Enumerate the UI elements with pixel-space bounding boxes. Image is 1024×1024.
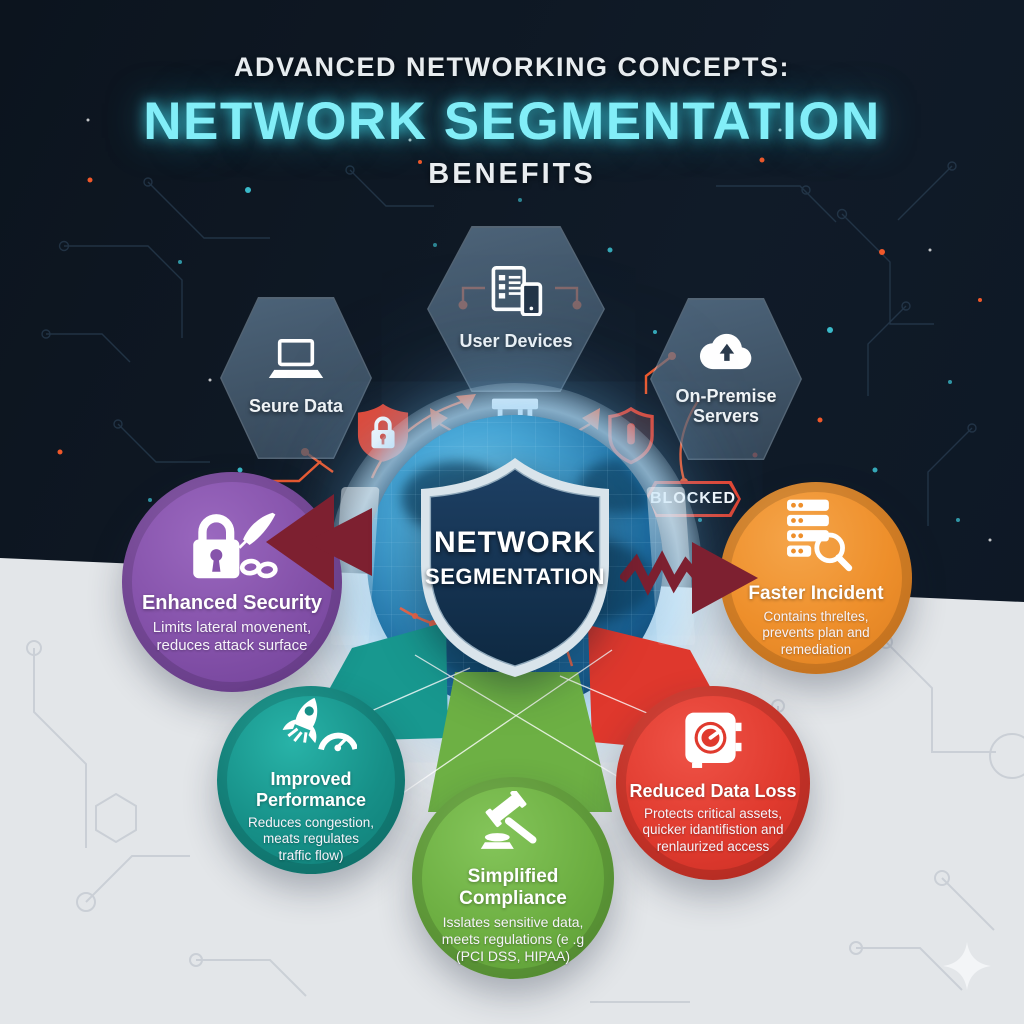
header: ADVANCED NETWORKING CONCEPTS: NETWORK SE… bbox=[0, 52, 1024, 191]
benefit-simplified-compliance: Simplified Compliance Isslates sensitive… bbox=[412, 777, 614, 979]
padlock-broken-chain-icon bbox=[184, 509, 280, 586]
rocket-gauge-icon bbox=[265, 696, 359, 763]
sparkle-icon bbox=[943, 942, 991, 995]
benefit-title: Simplified Compliance bbox=[459, 866, 567, 910]
hexagon-label: On-Premise Servers bbox=[675, 385, 777, 427]
benefit-reduced-data-loss: Reduced Data Loss Protects critical asse… bbox=[616, 686, 810, 880]
benefit-description: Limits lateral movenent, reduces attack … bbox=[152, 618, 312, 654]
orange-dots bbox=[57, 157, 982, 455]
central-shield: NETWORK SEGMENTATION bbox=[417, 456, 613, 680]
benefit-description: Reduces congestion, meats regulates traf… bbox=[247, 814, 375, 863]
benefit-title: Improved Performance bbox=[255, 768, 367, 810]
benefit-improved-performance: Improved Performance Reduces congestion,… bbox=[217, 686, 405, 874]
cloud-upload-icon bbox=[697, 331, 755, 376]
gavel-icon bbox=[475, 789, 551, 860]
hexagon-label: Seure Data bbox=[248, 396, 344, 416]
maroon-zigzag-arrow-right-icon bbox=[620, 542, 758, 614]
shield-title-line1: NETWORK bbox=[434, 526, 596, 559]
benefit-description: Isslates sensitive data, meets regulatio… bbox=[441, 914, 585, 965]
benefit-enhanced-security: Enhanced Security Limits lateral movenen… bbox=[122, 472, 342, 692]
safe-dial-icon bbox=[682, 711, 744, 775]
benefit-description: Protects critical assets, quicker idanti… bbox=[642, 805, 784, 854]
benefit-description: Contains threltes, prevents plan and rem… bbox=[762, 608, 870, 657]
benefit-title: Enhanced Security bbox=[141, 591, 323, 614]
laptop-icon bbox=[267, 339, 325, 386]
page-title: NETWORK SEGMENTATION bbox=[143, 92, 881, 151]
server-search-icon bbox=[779, 498, 853, 577]
shield-title-line2: SEGMENTATION bbox=[425, 564, 605, 589]
shield-title: NETWORK SEGMENTATION bbox=[417, 526, 613, 590]
white-speckles bbox=[86, 118, 992, 542]
devices-icon bbox=[488, 265, 544, 322]
teal-node-dots bbox=[148, 187, 960, 542]
hexagon-label: User Devices bbox=[459, 331, 573, 352]
hexagon-secure-data: Seure Data bbox=[220, 297, 372, 459]
benefit-title: Faster Incident bbox=[748, 582, 884, 604]
shield-icon bbox=[421, 458, 609, 677]
benefit-title: Reduced Data Loss bbox=[629, 780, 797, 801]
maroon-arrow-left-icon bbox=[266, 494, 372, 590]
header-kicker: ADVANCED NETWORKING CONCEPTS: bbox=[234, 52, 790, 82]
header-subtitle: BENEFITS bbox=[428, 158, 596, 190]
